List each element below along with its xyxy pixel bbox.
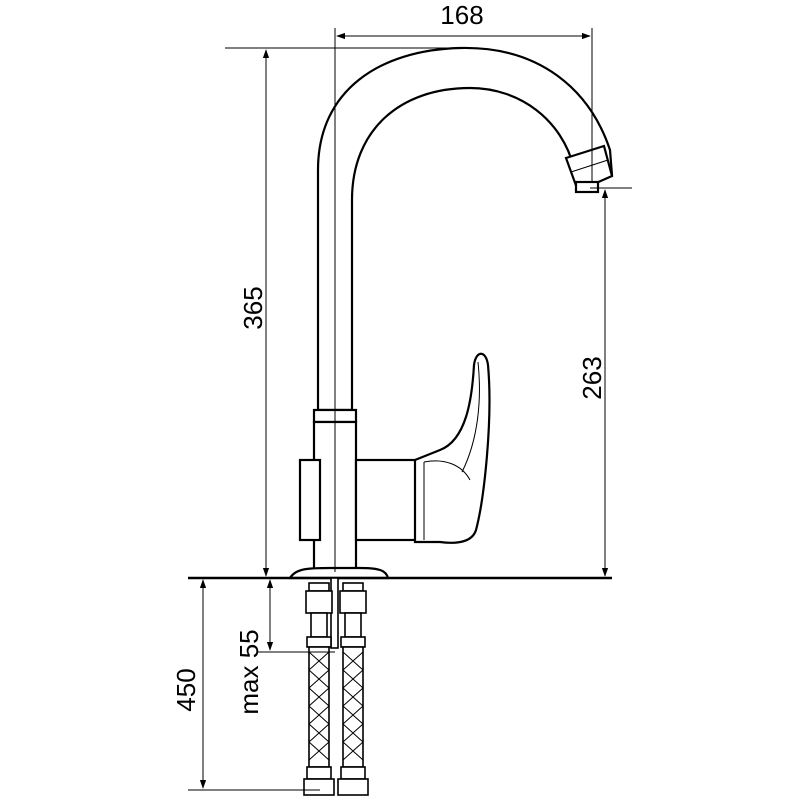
dimension-label-max-counter: max 55: [234, 629, 264, 714]
hose-left: [303, 582, 335, 796]
hose-right: [337, 582, 369, 796]
aerator-nozzle: [574, 180, 600, 194]
spout: [316, 46, 614, 412]
dimension-label-spout-height: 263: [577, 356, 607, 399]
body-left-block: [298, 458, 322, 542]
dimension-max-counter: max 55: [234, 579, 335, 715]
lever-handle: [413, 352, 491, 544]
dimension-label-total-height: 365: [238, 286, 268, 329]
dimension-total-height: 365: [225, 47, 470, 577]
spout-aerator: [564, 144, 614, 193]
dimension-label-spout-reach: 168: [440, 0, 483, 30]
faucet: [288, 46, 614, 580]
dimension-spout-height: 263: [577, 187, 632, 577]
base-flange: [288, 566, 390, 580]
cartridge-housing: [354, 458, 420, 542]
dimension-label-hose-length: 450: [171, 668, 201, 711]
dimension-hose-length: 450: [171, 579, 320, 791]
dimension-spout-reach: 168: [334, 0, 593, 572]
supply-hoses: [303, 577, 369, 796]
